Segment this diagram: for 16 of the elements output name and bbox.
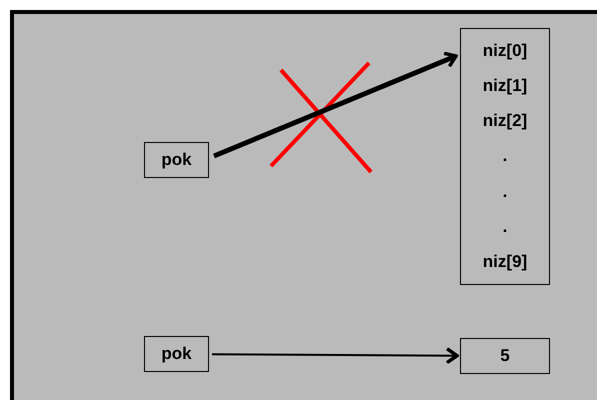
array-box bbox=[460, 28, 550, 285]
value-text: 5 bbox=[500, 346, 510, 366]
variable-box bbox=[460, 338, 550, 374]
arrow bbox=[213, 52, 458, 158]
value-text: pok bbox=[161, 344, 192, 364]
array-element: niz[9] bbox=[482, 252, 528, 272]
variable-box bbox=[144, 142, 209, 178]
array-element: niz[2] bbox=[482, 111, 528, 132]
array-element: niz[1] bbox=[482, 76, 528, 96]
arrow bbox=[212, 346, 459, 364]
array-element: niz[0] bbox=[482, 40, 528, 61]
variable-box bbox=[144, 336, 209, 372]
array-element: . bbox=[502, 182, 508, 202]
array-element: . bbox=[502, 146, 508, 166]
value-text: pok bbox=[161, 150, 192, 170]
array-element: . bbox=[502, 217, 508, 238]
